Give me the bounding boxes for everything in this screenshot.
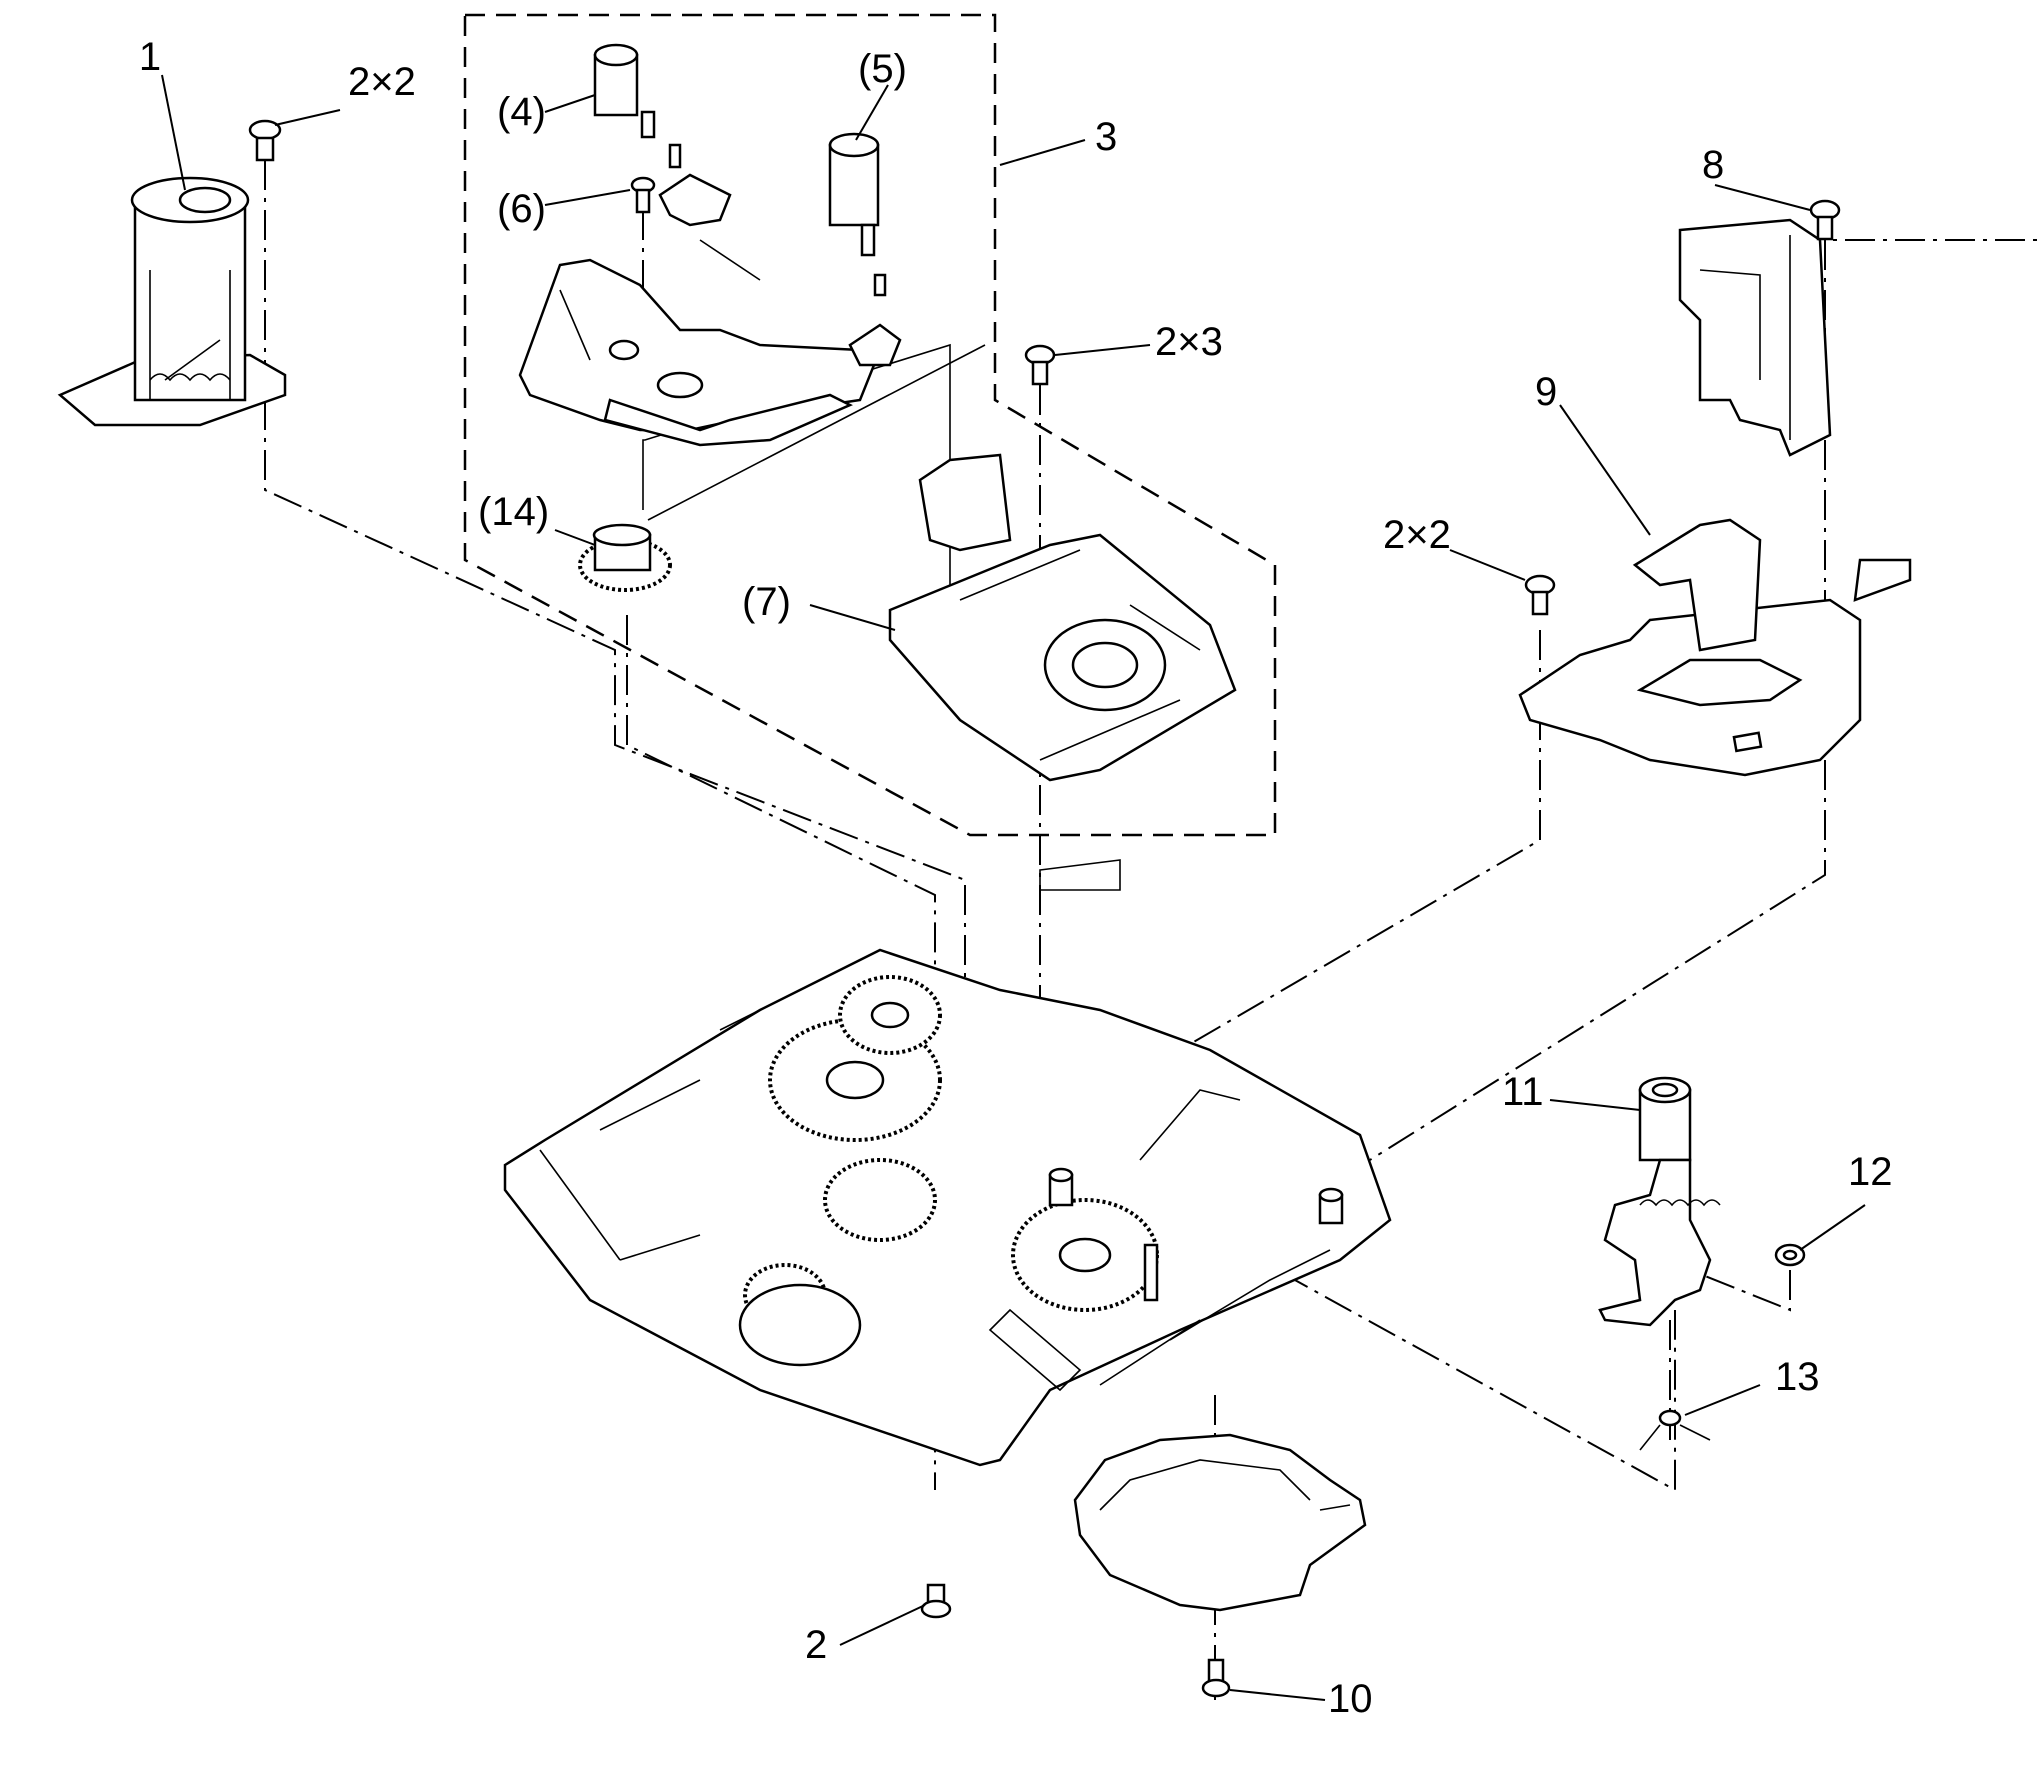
part-3-arm-assembly	[518, 239, 882, 447]
callout-2x3: 2×3	[1155, 320, 1223, 364]
callout-13: 13	[1775, 1355, 1820, 1399]
callout-5: (5)	[858, 47, 907, 91]
callout-11: 11	[1502, 1070, 1544, 1114]
part-6-screw	[630, 176, 656, 214]
link-line	[647, 344, 986, 521]
part-10-cover-plate	[1073, 1433, 1367, 1612]
part-5-pinch-roller	[828, 132, 902, 367]
callout-10: 10	[1328, 1677, 1373, 1721]
callout-9: 9	[1535, 370, 1557, 414]
screw-2-bottom	[920, 1583, 952, 1619]
callout-2-bottom: 2	[805, 1623, 827, 1667]
callout-3: 3	[1095, 115, 1117, 159]
part-7-chassis-block	[888, 453, 1237, 782]
callout-2x2-top: 2×2	[348, 60, 416, 104]
leader-lines	[161, 74, 1866, 1701]
callout-14: (14)	[478, 490, 549, 534]
washer-12	[1774, 1243, 1806, 1267]
callout-1: 1	[139, 35, 161, 79]
part-8-bracket	[1678, 218, 1832, 457]
spring-13	[1639, 1409, 1711, 1451]
screw-8	[1809, 199, 1841, 241]
main-chassis	[503, 859, 1392, 1467]
part-1-motor	[57, 176, 287, 427]
part-4-pinch-roller	[593, 43, 732, 227]
callout-12: 12	[1848, 1150, 1893, 1194]
screw-2x2-right	[1524, 574, 1556, 616]
callout-labels: 1 2×2 (4) (5) 3 (6) 8 2×3 9 (14) 2×2 (7)…	[139, 35, 1893, 1721]
callout-7: (7)	[742, 580, 791, 624]
link-line	[642, 343, 951, 640]
part-9-plate	[1518, 518, 1912, 777]
subassembly-boundary	[463, 13, 1277, 837]
part-11-arm	[1598, 1076, 1721, 1327]
screw-10	[1201, 1658, 1231, 1698]
callout-4: (4)	[497, 90, 546, 134]
screw-2x2-top	[248, 119, 282, 162]
callout-8: 8	[1702, 143, 1724, 187]
callout-6: (6)	[497, 187, 546, 231]
part-14-gear	[578, 523, 672, 592]
callout-2x2-right: 2×2	[1383, 513, 1451, 557]
screw-2x3	[1024, 344, 1056, 386]
